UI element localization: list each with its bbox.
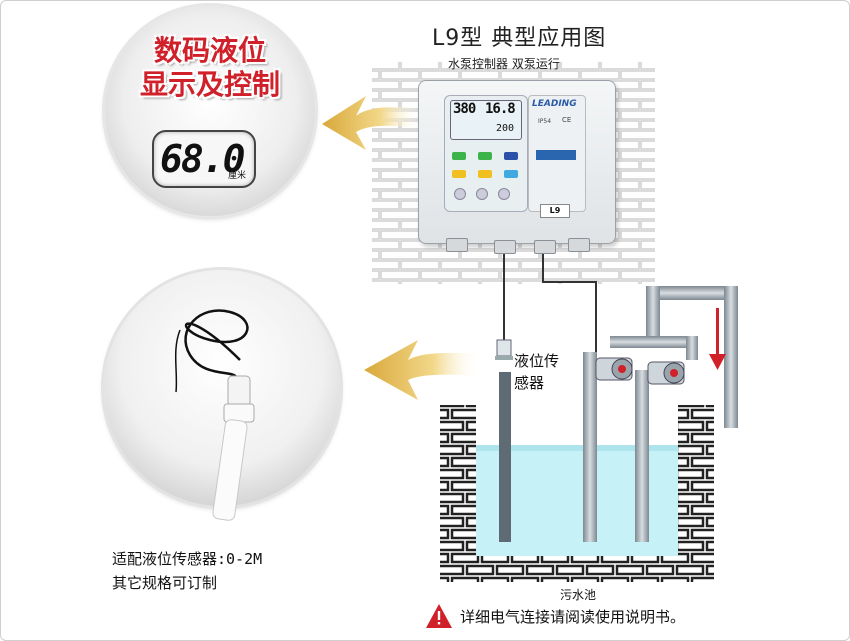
page-title: L9型 典型应用图 xyxy=(432,26,607,51)
device-green-button xyxy=(452,152,466,160)
pump-pipe-2 xyxy=(635,370,649,542)
arrow-to-sensor-feature xyxy=(364,340,480,400)
cable-gland-3 xyxy=(534,240,556,254)
pool-left-wall xyxy=(440,405,476,580)
cable-gland-1 xyxy=(446,238,468,252)
device-lcd-left-value: 380 xyxy=(453,101,476,117)
outlet-pipe-top xyxy=(646,286,738,300)
cable-gland-2 xyxy=(494,240,516,254)
device-ce-mark: CE xyxy=(562,116,572,124)
outlet-pipe-mid xyxy=(610,336,690,348)
outlet-down-pipe xyxy=(724,286,738,428)
device-lcd-right-value: 16.8 xyxy=(485,101,516,117)
sensor-head xyxy=(496,339,512,357)
outlet-riser-2 xyxy=(686,336,698,360)
sensor-note-line-2: 其它规格可订制 xyxy=(112,574,218,592)
sensor-label: 液位传 感器 xyxy=(514,350,570,394)
device-indicator-2 xyxy=(476,188,488,200)
sensor-label-line-2: 感器 xyxy=(514,374,545,392)
device-yellow-button xyxy=(452,170,466,178)
cable-gland-4 xyxy=(568,238,590,252)
device-indicator-1 xyxy=(454,188,466,200)
pump-2 xyxy=(647,361,685,385)
arrow-to-display-feature xyxy=(322,96,420,150)
sensor-cable xyxy=(503,250,505,340)
device-green-button-2 xyxy=(478,152,492,160)
lcd-value: 68.0 xyxy=(160,137,246,181)
sensor-collar xyxy=(495,356,513,360)
headline-line-2: 显示及控制 xyxy=(139,68,280,101)
flow-arrow-head xyxy=(709,354,726,370)
display-feature-headline: 数码液位 显示及控制 xyxy=(120,34,300,102)
warning-text: 详细电气连接请阅读使用说明书。 xyxy=(460,608,686,626)
pool-floor xyxy=(440,556,714,582)
lcd-display xyxy=(152,130,256,188)
outlet-riser-1 xyxy=(646,286,660,348)
sensor-label-line-1: 液位传 xyxy=(514,352,560,370)
warning-note: 详细电气连接请阅读使用说明书。 xyxy=(456,606,685,627)
device-blue-button xyxy=(504,152,518,160)
device-lcd-bottom-value: 200 xyxy=(496,123,515,134)
pool-right-wall xyxy=(678,405,714,580)
device-indicator-3 xyxy=(498,188,510,200)
pump-1 xyxy=(595,357,633,381)
pump-pipe-1 xyxy=(583,352,597,542)
sensor-tube xyxy=(499,372,511,542)
warning-triangle-icon xyxy=(426,604,452,628)
sensor-note-line-1: 适配液位传感器:0-2M xyxy=(112,550,263,568)
pump-cable xyxy=(542,250,597,352)
device-yellow-button-2 xyxy=(478,170,492,178)
page-subtitle: 水泵控制器 双泵运行 xyxy=(448,57,560,71)
device-brand: LEADING xyxy=(532,99,577,109)
pool-label: 污水池 xyxy=(560,588,597,602)
device-cyan-button xyxy=(504,170,518,178)
lcd-unit: 厘米 xyxy=(228,171,247,181)
level-sensor-photo xyxy=(174,309,255,521)
water-surface xyxy=(476,445,678,451)
device-lcd xyxy=(450,100,522,140)
device-blue-label xyxy=(536,150,576,160)
device-model-plate: L9 xyxy=(540,204,570,218)
flow-arrow-shaft xyxy=(716,308,719,356)
headline-line-1: 数码液位 xyxy=(153,34,266,67)
device-ip-rating: IP54 xyxy=(538,118,552,125)
